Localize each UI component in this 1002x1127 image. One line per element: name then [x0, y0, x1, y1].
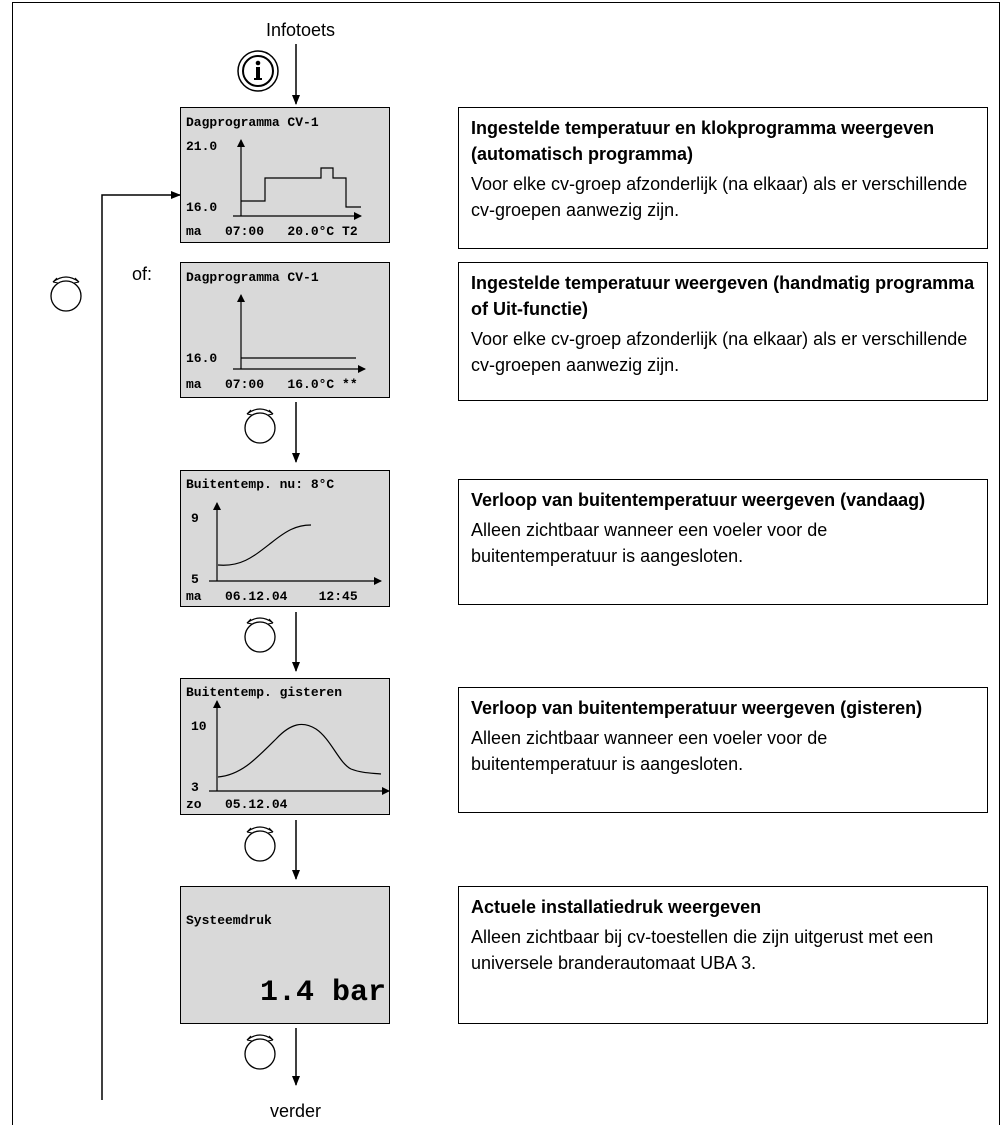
status-line: zo 05.12.04 [186, 797, 288, 812]
status-line: ma 06.12.04 12:45 [186, 589, 358, 604]
rotary-knob-icon[interactable] [240, 1031, 280, 1071]
description-heading: Actuele installatiedruk weergeven [471, 897, 762, 917]
description-body: Voor elke cv-groep afzonderlijk (na elka… [471, 329, 968, 375]
pressure-value: 1.4 bar [259, 976, 386, 1010]
y-axis-min: 16.0 [186, 200, 218, 215]
display-screen-outdoor-yesterday: Buitentemp. gisteren 10 3 zo 05.12.04 [180, 678, 390, 815]
or-label: of: [132, 264, 153, 284]
screen-title: Systeemdruk [186, 913, 272, 928]
y-axis-max: 10 [191, 719, 207, 734]
rotary-knob-icon[interactable] [46, 273, 86, 313]
outdoor-yesterday-chart [209, 700, 390, 795]
display-screen-outdoor-today: Buitentemp. nu: 8°C 9 5 ma 06.12.04 12:4… [180, 470, 390, 607]
screen-title: Dagprogramma CV-1 [186, 270, 319, 285]
description-box-outdoor-yesterday: Verloop van buitentemperatuur weergeven … [458, 687, 988, 813]
diagram-frame [12, 2, 1000, 1125]
y-axis-max: 9 [191, 511, 199, 526]
description-heading: Verloop van buitentemperatuur weergeven … [471, 698, 923, 718]
description-box-system-pressure: Actuele installatiedruk weergeven Alleen… [458, 886, 988, 1024]
description-box-manual-program: Ingestelde temperatuur weergeven (handma… [458, 262, 988, 401]
loop-back-line [101, 191, 181, 1100]
description-body: Alleen zichtbaar wanneer een voeler voor… [471, 520, 828, 566]
continue-label: verder [270, 1101, 322, 1121]
info-key-label: Infotoets [266, 20, 336, 40]
outdoor-today-chart [209, 502, 382, 585]
y-axis-min: 3 [191, 780, 199, 795]
display-screen-system-pressure: Systeemdruk 1.4 bar [180, 886, 390, 1024]
status-line: ma 07:00 16.0°C ** [186, 377, 358, 392]
description-body: Alleen zichtbaar bij cv-toestellen die z… [471, 927, 934, 973]
screen-title: Buitentemp. nu: 8°C [186, 477, 335, 492]
display-screen-day-program: Dagprogramma CV-1 21.0 16.0 ma 07:00 20.… [180, 107, 390, 243]
description-box-auto-program: Ingestelde temperatuur en klokprogramma … [458, 107, 988, 249]
status-line: ma 07:00 20.0°C T2 [186, 224, 358, 239]
description-body: Voor elke cv-groep afzonderlijk (na elka… [471, 174, 968, 220]
description-heading: Ingestelde temperatuur en klokprogramma … [471, 118, 935, 164]
y-axis-max: 21.0 [186, 139, 218, 154]
description-heading: Verloop van buitentemperatuur weergeven … [471, 490, 926, 510]
info-button-icon[interactable] [236, 49, 280, 93]
description-heading: Ingestelde temperatuur weergeven (handma… [471, 273, 975, 319]
manual-program-chart [233, 294, 366, 373]
description-box-outdoor-today: Verloop van buitentemperatuur weergeven … [458, 479, 988, 605]
rotary-knob-icon[interactable] [240, 614, 280, 654]
y-axis-min: 5 [191, 572, 199, 587]
rotary-knob-icon[interactable] [240, 823, 280, 863]
screen-title: Dagprogramma CV-1 [186, 115, 319, 130]
screen-title: Buitentemp. gisteren [186, 685, 343, 700]
display-screen-manual-program: Dagprogramma CV-1 16.0 ma 07:00 16.0°C *… [180, 262, 390, 398]
rotary-knob-icon[interactable] [240, 405, 280, 445]
description-body: Alleen zichtbaar wanneer een voeler voor… [471, 728, 828, 774]
day-program-chart [233, 139, 362, 220]
y-axis-min: 16.0 [186, 351, 218, 366]
